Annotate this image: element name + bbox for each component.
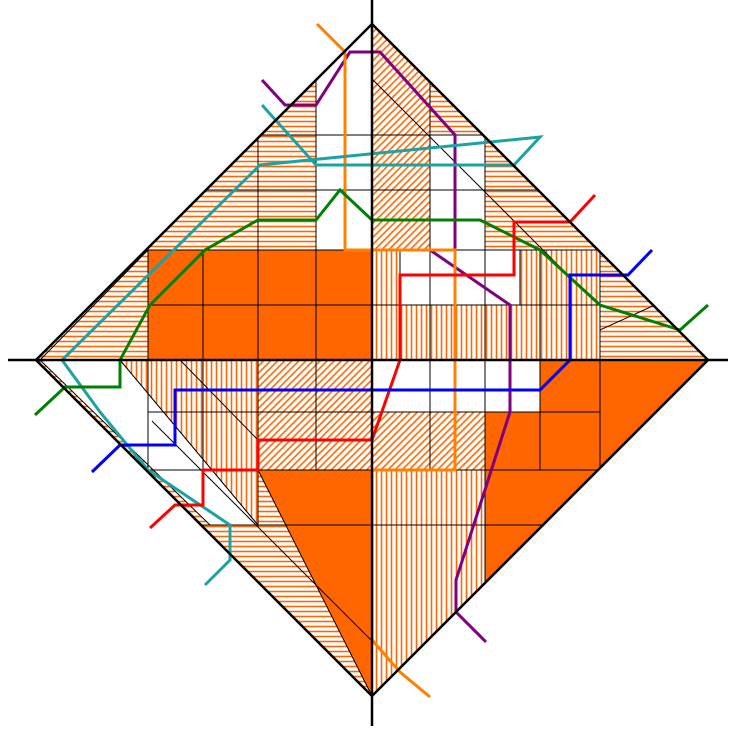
region-vertical-lower-center xyxy=(372,470,485,696)
region-white-upper-right-block xyxy=(430,135,485,250)
region-diagonal-top-right xyxy=(372,24,430,250)
region-hatch-left-band xyxy=(40,250,148,360)
region-hatch-top-left-column xyxy=(258,135,316,250)
region-white-right-stairs xyxy=(400,250,520,305)
region-diagonal-center xyxy=(372,412,485,470)
